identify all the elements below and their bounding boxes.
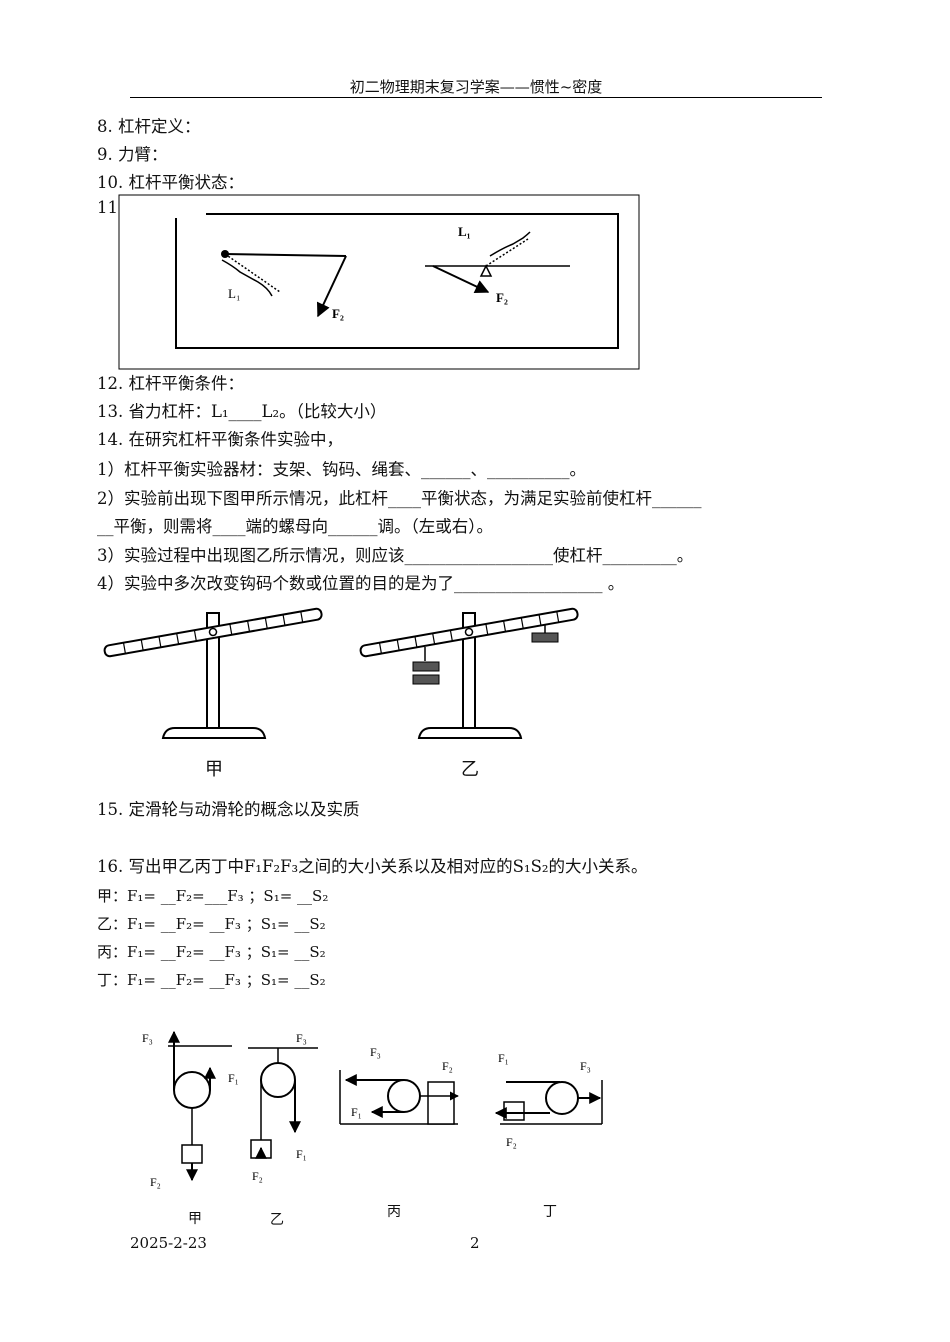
question-12: 12. 杠杆平衡条件： (97, 374, 244, 393)
jia-label-f3: F₃ (142, 1031, 153, 1045)
pulley-ding (494, 1080, 603, 1125)
jia-label-f2: F₂ (150, 1175, 161, 1189)
dotted-line-right (485, 238, 529, 267)
question-13: 13. 省力杠杆：L₁____L₂。（比较大小） (97, 402, 387, 421)
question-14-2a: 2）实验前出现下图甲所示情况，此杠杆____平衡状态，为满足实验前使杠杆____… (97, 489, 702, 508)
ding-label-f2: F₂ (506, 1135, 517, 1149)
relation-ding: 丁：F₁= __F₂= __F₃ ；S₁= __S₂ (97, 971, 326, 989)
label-f2-left: F₂ (332, 306, 344, 321)
pulley-yi (248, 1047, 318, 1159)
outer-frame (118, 194, 640, 370)
caption-jia: 甲 (205, 759, 223, 780)
lever-arm (224, 253, 347, 257)
lever-experiment-figure (103, 607, 579, 739)
dotted-line (224, 253, 281, 293)
pulley-caption-yi: 乙 (270, 1212, 284, 1228)
label-l1-right: L₁ (458, 224, 471, 239)
footer-page-number: 2 (470, 1234, 480, 1252)
pulley-figure: F₃ F₁ F₂ F₃ F₁ F₂ F₃ F₂ F₁ F₁ F₃ F₂ (142, 1030, 603, 1189)
question-14-4: 4）实验中多次改变钩码个数或位置的目的是为了__________________… (97, 574, 625, 593)
pulley-jia (168, 1030, 232, 1182)
footer-date: 2025-2-23 (130, 1234, 207, 1252)
relation-jia: 甲：F₁= __F₂=___F₃ ；S₁= __S₂ (97, 887, 329, 905)
question-14-3: 3）实验过程中出现图乙所示情况，则应该__________________使杠杆… (97, 546, 694, 565)
bing-label-f1: F₁ (351, 1105, 362, 1119)
yi-label-f1: F₁ (296, 1147, 307, 1161)
pulley-caption-ding: 丁 (543, 1204, 557, 1220)
pulley-caption-jia: 甲 (188, 1211, 202, 1227)
yi-label-f3: F₃ (296, 1031, 307, 1045)
stand-yi (359, 607, 579, 739)
brace-mark (221, 259, 273, 297)
jia-label-f1: F₁ (228, 1071, 239, 1085)
relation-yi: 乙：F₁= __F₂= __F₃ ；S₁= __S₂ (97, 915, 326, 933)
question-14-2b: __平衡，则需将____端的螺母向______调。（左或右）。 (97, 517, 493, 536)
brace-mark-right (489, 231, 531, 257)
question-14-1: 1）杠杆平衡实验器材：支架、钩码、绳套、______、__________。 (97, 460, 586, 479)
page-header-title: 初二物理期末复习学案——惯性~密度 (349, 78, 603, 96)
ding-label-f3: F₃ (580, 1059, 591, 1073)
question-10: 10. 杠杆平衡状态： (97, 173, 244, 192)
caption-yi: 乙 (461, 759, 479, 780)
stand-jia (103, 607, 323, 739)
question-9: 9. 力臂： (97, 145, 168, 164)
fulcrum-triangle (479, 264, 493, 277)
question-16: 16. 写出甲乙丙丁中F₁F₂F₃之间的大小关系以及相对应的S₁S₂的大小关系。 (97, 857, 648, 876)
label-l1-left: L₁ (228, 286, 240, 301)
question-8: 8. 杠杆定义： (97, 117, 201, 136)
relation-bing: 丙：F₁= __F₂= __F₃ ；S₁= __S₂ (97, 943, 326, 961)
header-rule (130, 97, 822, 98)
label-f2-right: F₂ (496, 290, 508, 305)
pulley-caption-bing: 丙 (387, 1204, 401, 1220)
inner-frame (175, 213, 619, 349)
bing-label-f2: F₂ (442, 1059, 453, 1073)
yi-label-f2: F₂ (252, 1169, 263, 1183)
lever-drawing-figure: L₁ F₂ L₁ F₂ (118, 194, 640, 370)
pulley-bing (339, 1070, 459, 1125)
bing-label-f3: F₃ (370, 1045, 381, 1059)
question-14: 14. 在研究杠杆平衡条件实验中， (97, 430, 343, 449)
question-15: 15. 定滑轮与动滑轮的概念以及实质 (97, 800, 360, 819)
ding-label-f1: F₁ (498, 1051, 509, 1065)
force-f2-arrow (316, 255, 347, 318)
force-f2-arrow-right (432, 265, 490, 293)
